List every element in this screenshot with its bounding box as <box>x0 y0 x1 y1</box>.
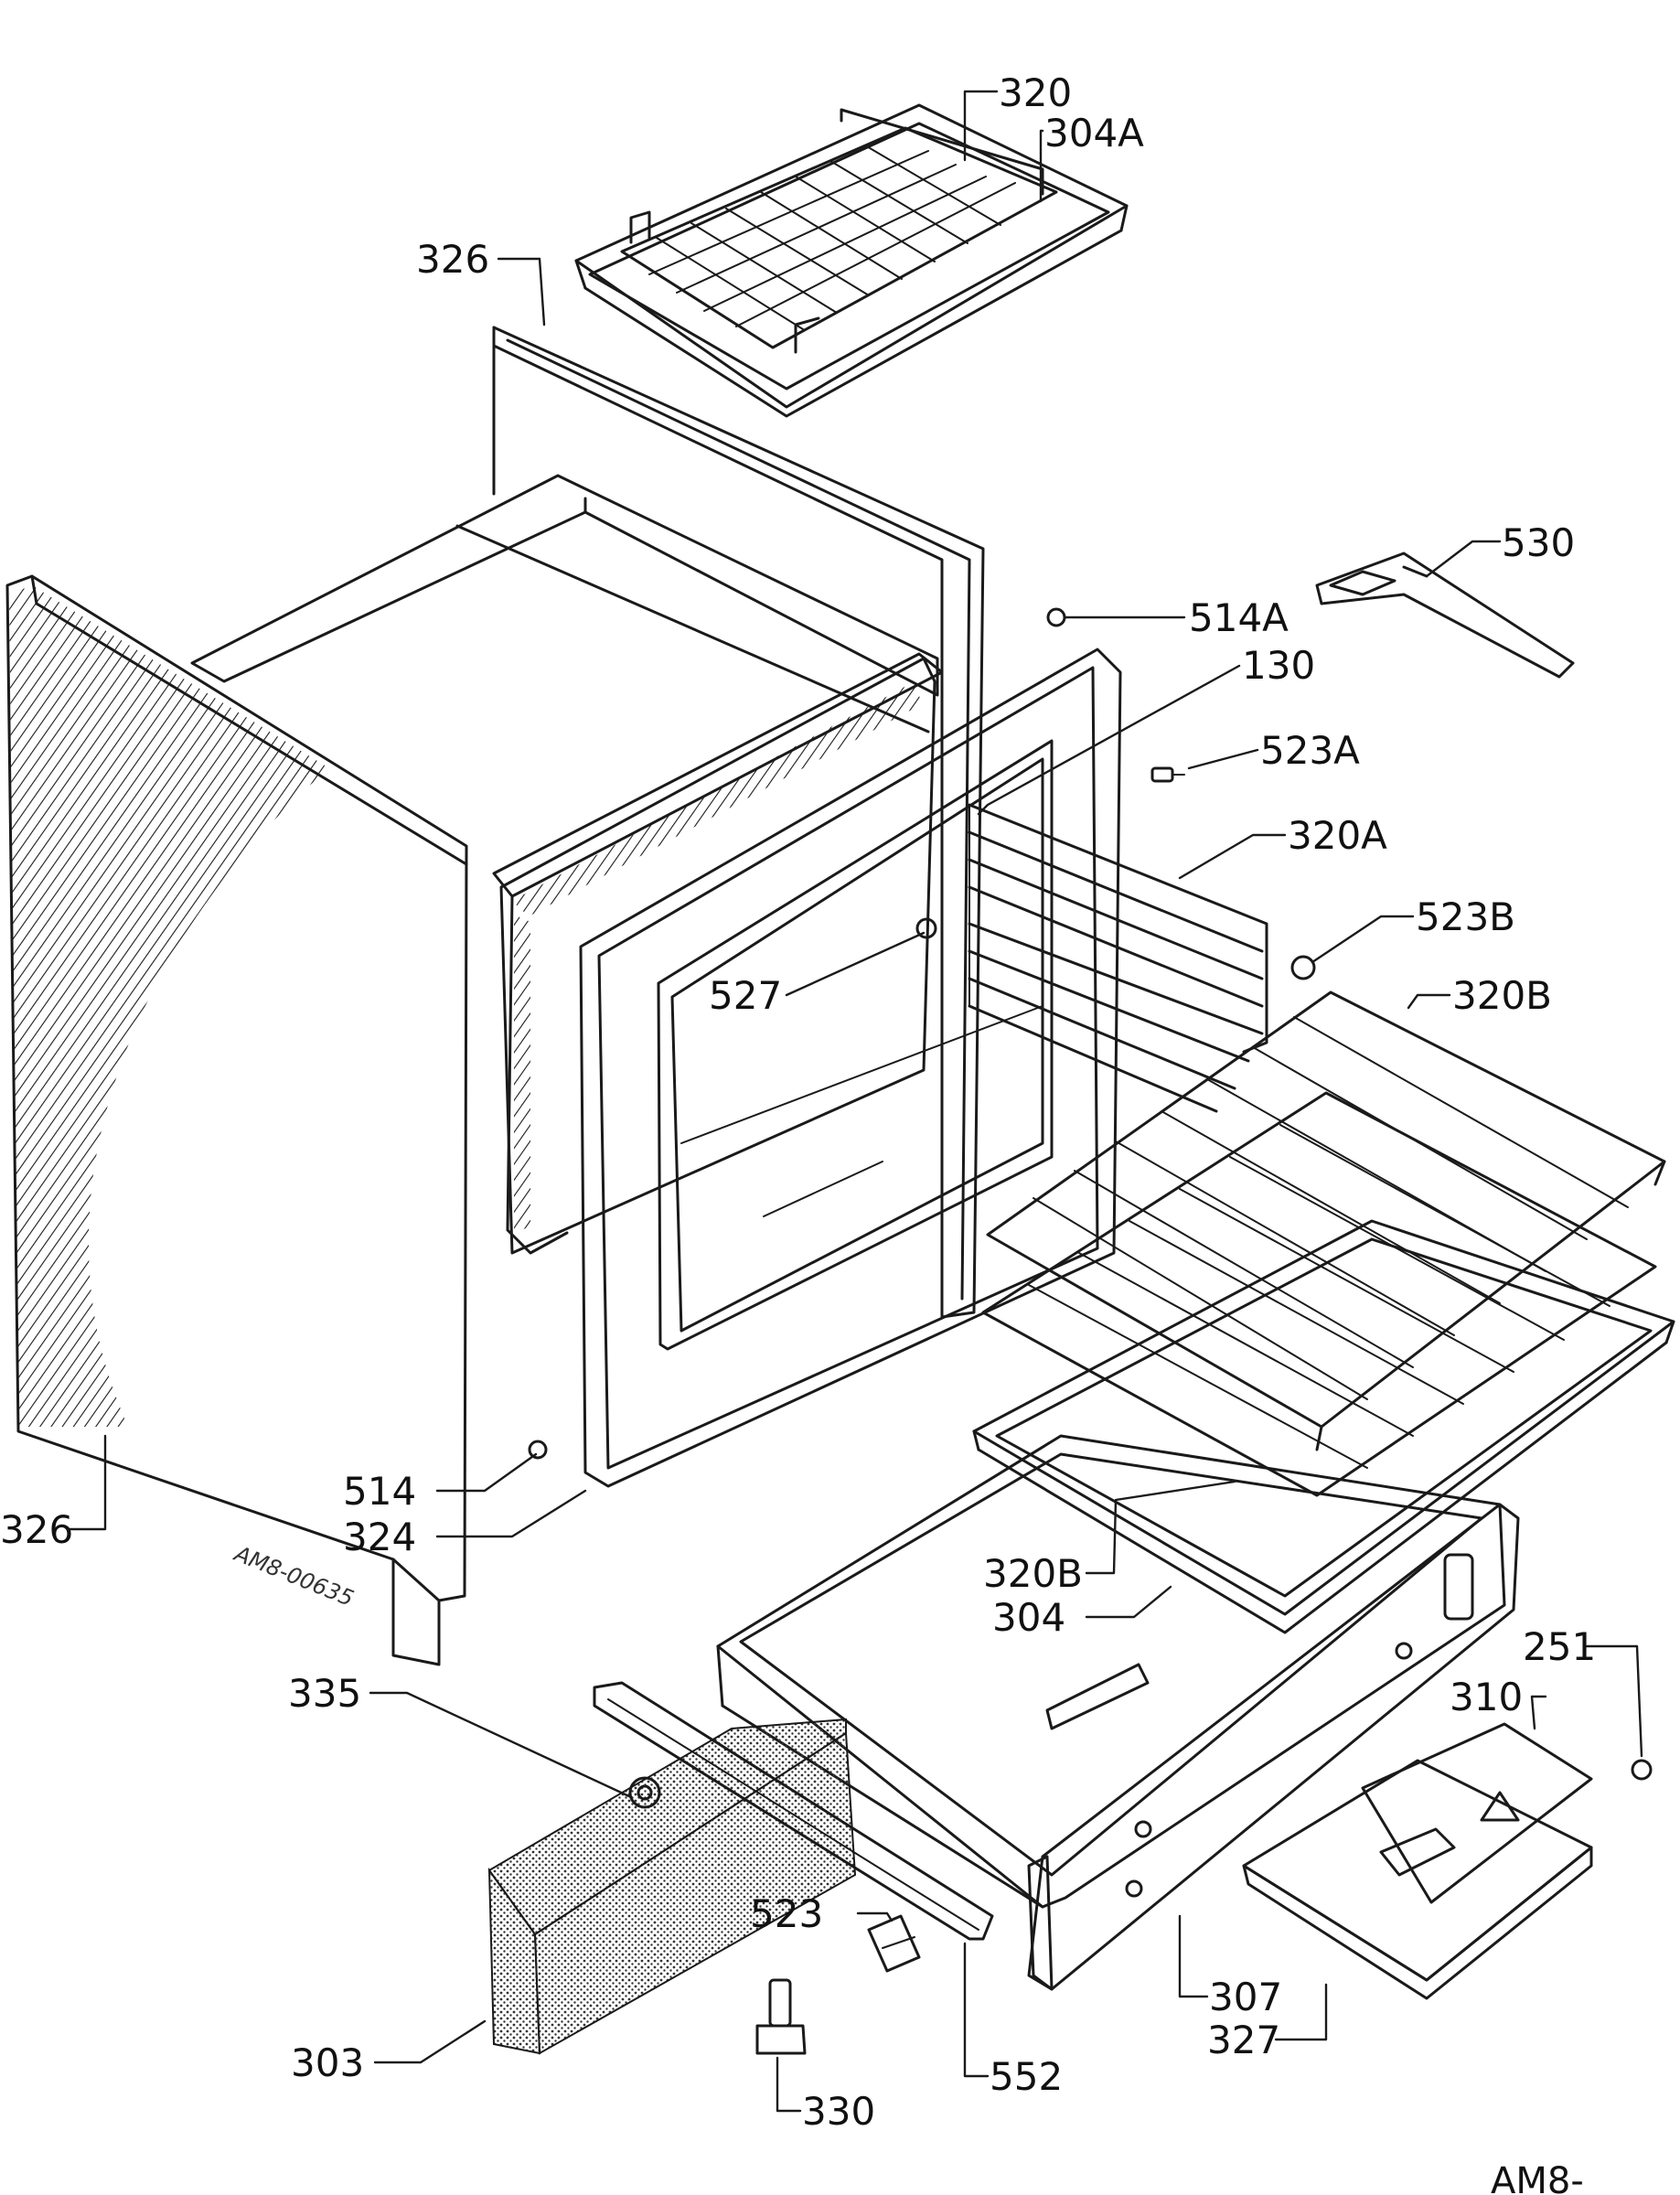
shelf-runners <box>968 803 1268 1113</box>
baking-tray <box>972 1219 1675 1634</box>
corner-drawing-code: AM8- <box>1491 2160 1584 2195</box>
part-523a-screw <box>1150 766 1185 783</box>
part-523-clip <box>867 1914 921 1973</box>
side-panel <box>5 574 548 1666</box>
back-panel <box>492 326 985 1319</box>
oven-casing <box>190 474 944 1255</box>
part-251-screw <box>1631 1759 1653 1781</box>
label-part-320b-top: 320B <box>1452 973 1552 1018</box>
part-335-foot <box>628 1776 661 1809</box>
drawer-base-plate <box>1242 1759 1593 2000</box>
oven-shelf-lower <box>981 1091 1657 1497</box>
oven-shelf-upper <box>986 990 1666 1451</box>
label-part-130: 130 <box>1242 643 1315 688</box>
grill-pan <box>574 103 1129 418</box>
label-part-320b-bottom: 320B <box>983 1551 1083 1596</box>
label-part-304a: 304A <box>1044 111 1144 155</box>
label-part-303: 303 <box>291 2040 364 2085</box>
label-part-324: 324 <box>343 1515 416 1559</box>
part-330-adjustable-foot <box>755 1978 807 2055</box>
label-part-514a: 514A <box>1189 595 1289 640</box>
label-part-320: 320 <box>999 70 1072 115</box>
label-part-326-left: 326 <box>0 1507 73 1552</box>
oven-door-seal <box>499 657 936 1255</box>
part-labels: 320 304A 326 530 514A 130 523A 320A 523B… <box>0 70 1596 2134</box>
label-part-251: 251 <box>1523 1624 1596 1669</box>
label-part-523b: 523B <box>1416 894 1515 939</box>
label-part-527: 527 <box>709 973 782 1018</box>
part-530-bracket <box>1315 551 1575 679</box>
label-part-552: 552 <box>990 2054 1063 2099</box>
label-part-307: 307 <box>1209 1975 1282 2019</box>
label-part-530: 530 <box>1502 520 1575 565</box>
label-part-523: 523 <box>750 1891 823 1936</box>
label-part-304: 304 <box>992 1595 1065 1640</box>
plinth-panel <box>487 1718 857 2055</box>
label-part-310: 310 <box>1450 1675 1523 1719</box>
storage-drawer <box>716 1434 1520 1991</box>
leader-lines <box>67 90 1643 2113</box>
part-514a-grommet <box>1046 607 1066 627</box>
oven-liner <box>579 648 1122 1488</box>
label-part-320a: 320A <box>1288 813 1387 858</box>
drawer-bracket <box>1361 1722 1593 1904</box>
part-523b-bush <box>1290 955 1316 980</box>
drawer-runner <box>593 1681 994 1941</box>
label-part-523a: 523A <box>1260 728 1360 773</box>
grill-rack <box>620 108 1058 354</box>
label-part-326-top: 326 <box>416 237 489 282</box>
label-part-335: 335 <box>288 1671 361 1716</box>
drawing-code-stamp: AM8-00635 <box>230 1540 358 1611</box>
label-part-327: 327 <box>1207 2018 1280 2062</box>
label-part-514: 514 <box>343 1469 416 1514</box>
label-part-330: 330 <box>802 2089 875 2134</box>
